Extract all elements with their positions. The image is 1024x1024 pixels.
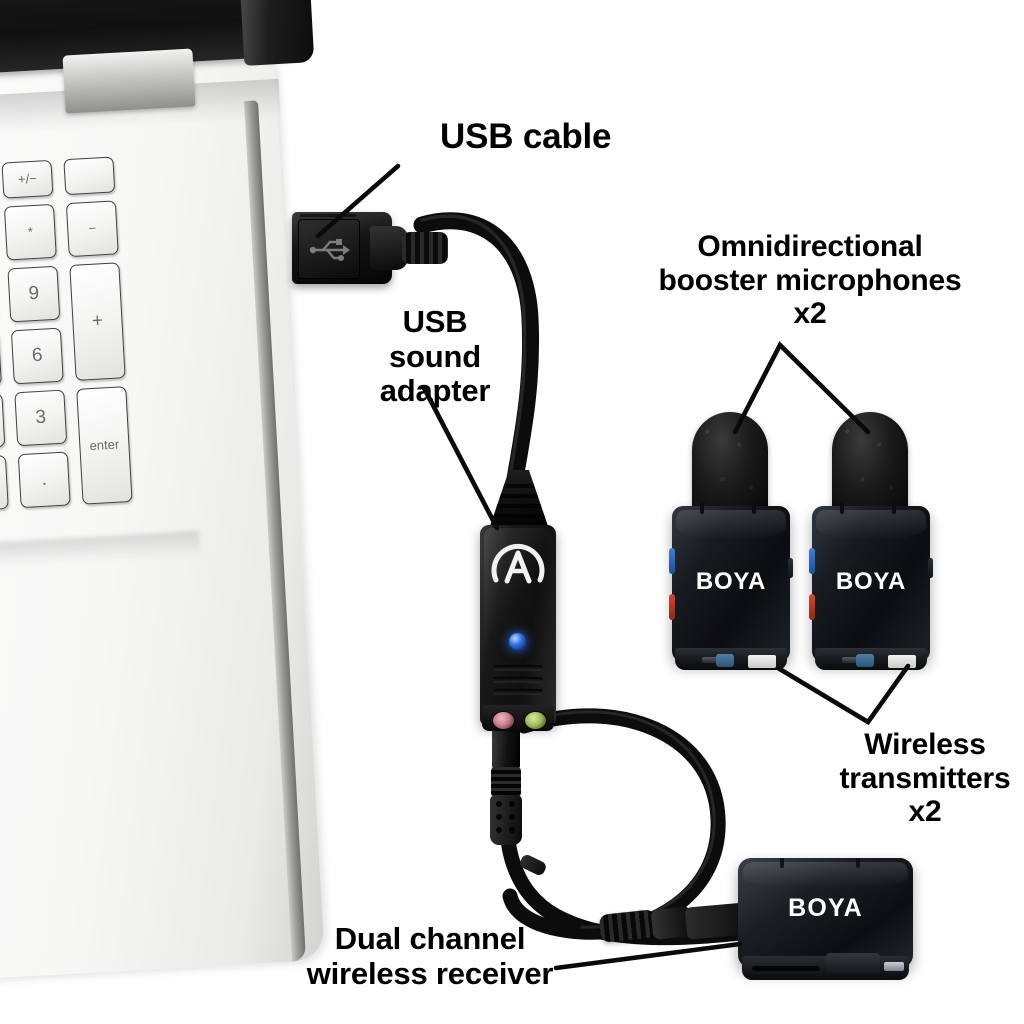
leader-wireless-transmitters <box>775 663 911 726</box>
transmitter-brand-label: BOYA <box>835 568 907 595</box>
numpad-key[interactable]: +/− <box>1 159 54 199</box>
wireless-transmitter-1: BOYA <box>669 412 793 672</box>
laptop-hinge <box>62 48 196 114</box>
transmitter-mic-slot <box>752 502 756 514</box>
transmitter-clip <box>716 654 734 667</box>
usb-connector <box>292 212 448 284</box>
transmitter-brand-label: BOYA <box>695 568 767 595</box>
transmitter-mic-slot <box>840 502 844 514</box>
usb-trident-icon <box>309 239 350 261</box>
audio-plug-grip <box>491 767 521 797</box>
numpad-key[interactable]: − <box>65 200 119 258</box>
numpad-key[interactable]: 2 <box>0 393 6 450</box>
dual-channel-wireless-receiver: BOYA <box>738 858 913 980</box>
numpad-key[interactable]: 3 <box>14 389 68 447</box>
adapter-strain-relief <box>488 470 550 532</box>
transmitter-body: BOYA <box>669 502 793 670</box>
microphone-jack <box>492 711 515 730</box>
receiver-brand-label: BOYA <box>788 894 863 922</box>
label-omnidirectional-microphones: Omnidirectional booster microphones x2 <box>658 230 962 331</box>
transmitter-body: BOYA <box>809 502 933 670</box>
receiver-port <box>884 962 904 971</box>
receiver-cable-strain-relief <box>598 909 658 943</box>
transmitter-side-button[interactable] <box>788 558 793 578</box>
adapter-brand-logo-icon <box>491 543 545 584</box>
transmitter-highlight <box>676 510 786 540</box>
adapter-vent <box>493 689 543 694</box>
label-usb-cable: USB cable <box>440 117 612 156</box>
label-dual-channel-wireless-receiver: Dual channel wireless receiver <box>306 921 554 991</box>
transmitter-sticker <box>748 655 776 668</box>
receiver-clip <box>826 953 880 973</box>
label-wireless-transmitters: Wireless transmitters x2 <box>839 728 1011 829</box>
transmitter-mic-slot <box>892 502 896 514</box>
receiver-vent <box>752 966 820 971</box>
adapter-jack-panel <box>482 705 554 731</box>
numpad-key[interactable]: 5 <box>0 331 2 388</box>
label-usb-sound-adapter: USB sound adapter <box>379 304 491 409</box>
headphone-jack <box>524 711 547 730</box>
leader-receiver <box>553 941 743 971</box>
numpad-key[interactable]: . <box>17 451 71 509</box>
adapter-vent <box>493 677 543 682</box>
laptop-numpad: ⌧CE+/−num lock/*−789+456123enter0. <box>0 140 251 560</box>
audio-plug-35mm <box>489 725 523 845</box>
transmitter-power-button[interactable] <box>809 594 815 620</box>
numpad-key[interactable] <box>63 156 116 196</box>
usb-connector-face <box>298 219 360 279</box>
audio-plug-barrel <box>492 725 520 769</box>
audio-plug-boot <box>490 795 522 845</box>
receiver-highlight <box>743 862 908 888</box>
numpad-key[interactable]: * <box>3 203 57 261</box>
usb-cable-strain-relief <box>402 232 448 264</box>
transmitter-side-button[interactable] <box>928 558 933 578</box>
numpad-key[interactable]: enter <box>76 386 133 505</box>
transmitter-clip <box>856 654 874 667</box>
cable-tie <box>518 853 548 877</box>
adapter-status-led <box>509 633 526 650</box>
transmitter-pair-button[interactable] <box>809 548 815 574</box>
numpad-key[interactable]: + <box>69 262 126 381</box>
transmitter-highlight <box>816 510 926 540</box>
receiver-body <box>738 858 913 968</box>
usb-sound-adapter <box>480 525 556 731</box>
numpad-key[interactable]: 6 <box>10 327 64 385</box>
numpad-key[interactable]: 0 <box>0 454 9 516</box>
laptop-lid-edge <box>239 0 315 66</box>
usb-ridge <box>300 214 356 217</box>
transmitter-sticker <box>888 655 916 668</box>
adapter-vent <box>493 665 543 670</box>
numpad-key[interactable]: 9 <box>7 265 61 323</box>
transmitter-power-button[interactable] <box>669 594 675 620</box>
wireless-transmitter-2: BOYA <box>809 412 933 672</box>
transmitter-pair-button[interactable] <box>669 548 675 574</box>
transmitter-mic-slot <box>700 502 704 514</box>
